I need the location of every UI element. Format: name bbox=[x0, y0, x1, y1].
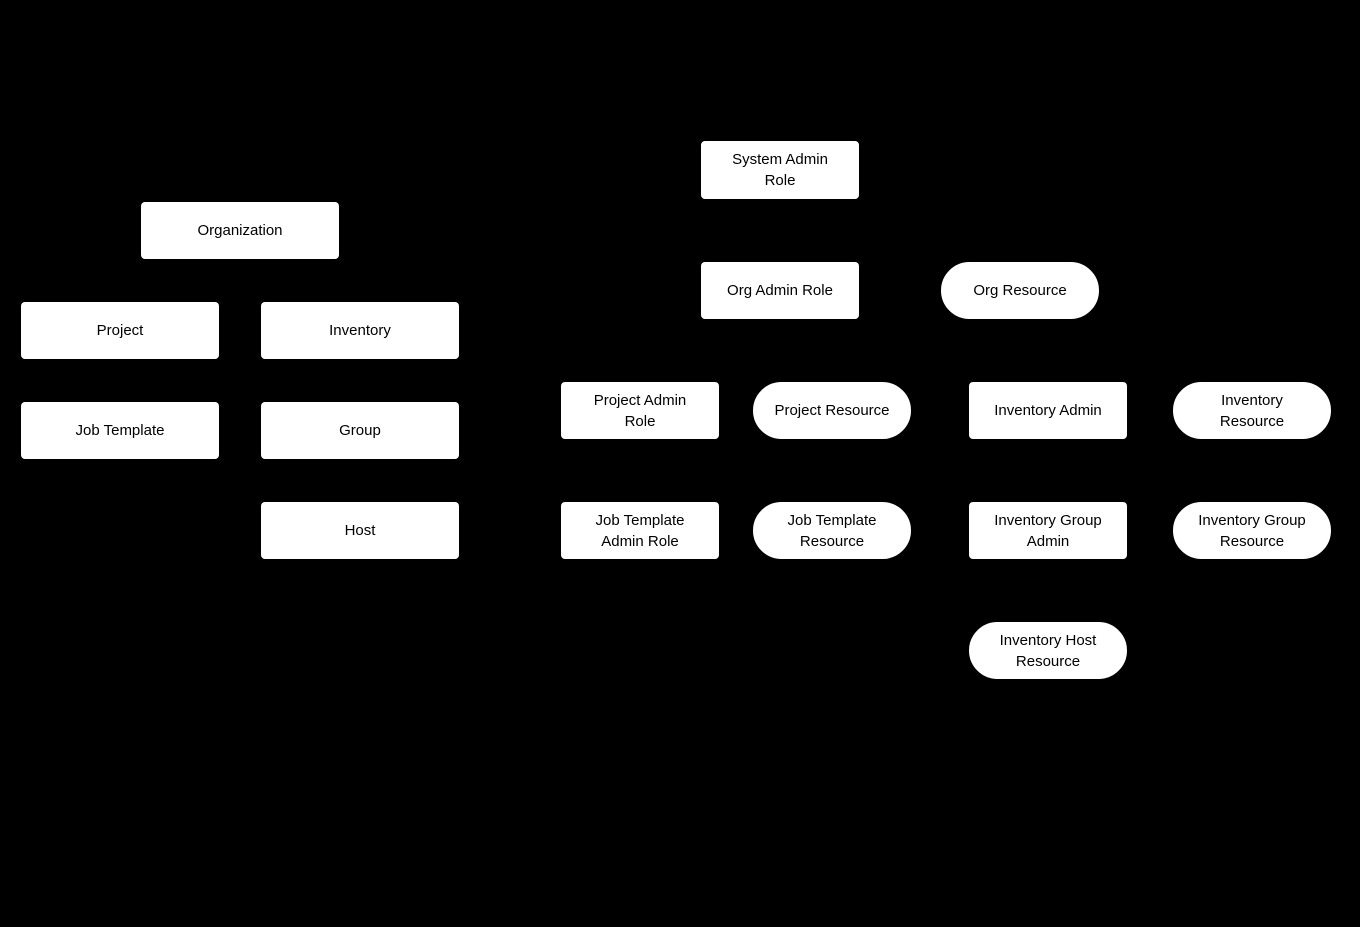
node-job-template-resource: Job Template Resource bbox=[753, 502, 911, 559]
node-organization: Organization bbox=[141, 202, 339, 259]
node-system-admin-role-label: System Admin Role bbox=[732, 151, 828, 189]
node-inventory-resource: Inventory Resource bbox=[1173, 382, 1331, 439]
node-inventory-group-resource: Inventory Group Resource bbox=[1173, 502, 1331, 559]
node-project-label: Project bbox=[96, 322, 144, 339]
node-group: Group bbox=[261, 402, 459, 459]
node-project-resource-label: Project Resource bbox=[774, 402, 890, 419]
node-job-template: Job Template bbox=[21, 402, 219, 459]
node-job-template-resource-label: Job Template Resource bbox=[787, 511, 877, 550]
node-inventory-host-resource: Inventory Host Resource bbox=[969, 622, 1127, 679]
node-inventory-admin-label: Inventory Admin bbox=[994, 402, 1102, 419]
node-project-admin-role: Project Admin Role bbox=[561, 382, 719, 439]
node-job-template-admin-role: Job Template Admin Role bbox=[561, 502, 719, 559]
node-org-resource: Org Resource bbox=[941, 262, 1099, 319]
node-inventory-host-resource-label: Inventory Host Resource bbox=[999, 631, 1097, 670]
node-group-label: Group bbox=[339, 422, 381, 439]
node-inventory: Inventory bbox=[261, 302, 459, 359]
node-org-admin-role: Org Admin Role bbox=[701, 262, 859, 319]
node-inventory-admin: Inventory Admin bbox=[969, 382, 1127, 439]
node-inventory-label: Inventory bbox=[329, 322, 391, 339]
node-organization-label: Organization bbox=[197, 222, 283, 239]
node-job-template-admin-role-label: Job Template Admin Role bbox=[595, 511, 685, 550]
node-inventory-group-admin-label: Inventory Group Admin bbox=[994, 511, 1102, 550]
node-org-admin-role-label: Org Admin Role bbox=[727, 282, 833, 299]
node-host-label: Host bbox=[344, 522, 376, 539]
node-inventory-group-admin: Inventory Group Admin bbox=[969, 502, 1127, 559]
node-project: Project bbox=[21, 302, 219, 359]
node-org-resource-label: Org Resource bbox=[973, 282, 1067, 299]
node-inventory-group-resource-label: Inventory Group Resource bbox=[1198, 511, 1306, 550]
node-host: Host bbox=[261, 502, 459, 559]
node-project-admin-role-label: Project Admin Role bbox=[593, 391, 687, 430]
node-job-template-label: Job Template bbox=[75, 422, 165, 439]
node-inventory-resource-label: Inventory Resource bbox=[1219, 391, 1285, 430]
node-project-resource: Project Resource bbox=[753, 382, 911, 439]
node-system-admin-role: System Admin Role bbox=[701, 141, 859, 199]
